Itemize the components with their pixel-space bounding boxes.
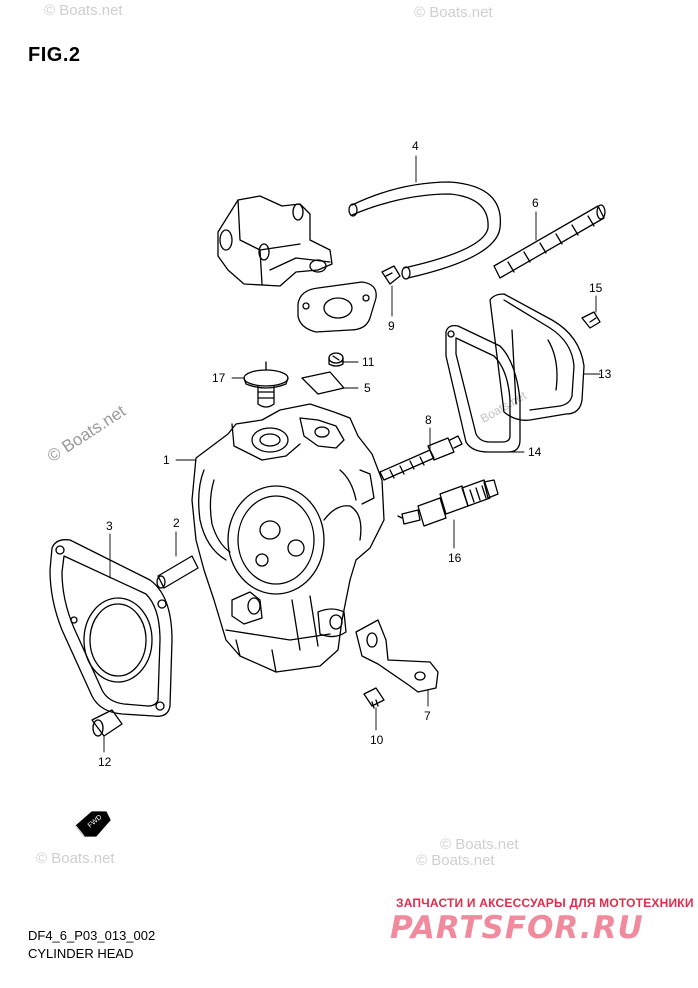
head-gasket-part-3	[49, 539, 173, 717]
callout-13: 13	[598, 367, 612, 381]
cylinder-head-part-1	[191, 403, 385, 673]
watermark-top-right: © Boats.net	[414, 4, 493, 21]
dowel-pin-part-2	[156, 555, 199, 589]
bolt-part-10	[363, 687, 385, 709]
thermostat-part-17	[243, 361, 289, 408]
callout-6: 6	[532, 196, 539, 210]
fwd-arrow-icon	[75, 811, 111, 837]
advert-text: ЗАПЧАСТИ И АКСЕССУАРЫ ДЛЯ МОТОТЕХНИКИ	[396, 896, 694, 910]
plate-part-5	[301, 371, 345, 395]
tube-part-6	[493, 204, 606, 279]
callout-10: 10	[370, 733, 384, 747]
cover-gasket-part-14	[445, 324, 521, 453]
watermark-bottom-left: © Boats.net	[36, 850, 115, 867]
head-cover-part-13	[489, 293, 585, 421]
figure-code: DF4_6_P03_013_002	[28, 928, 156, 943]
dowel-part-12	[91, 709, 123, 737]
callout-14: 14	[528, 445, 542, 459]
watermark-bottom-right: © Boats.net	[416, 852, 495, 869]
callout-17: 17	[212, 371, 226, 385]
figure-title: FIG.2	[28, 44, 81, 66]
callout-16: 16	[448, 551, 462, 565]
leader-lines	[103, 155, 601, 753]
advert-logo[interactable]: PARTSFOR.RU	[390, 910, 644, 946]
callout-7: 7	[424, 709, 431, 723]
callout-3: 3	[106, 519, 113, 533]
callout-5: 5	[364, 381, 371, 395]
thermostat-cover	[217, 195, 333, 287]
callout-1: 1	[163, 453, 170, 467]
figure-name: CYLINDER HEAD	[28, 946, 134, 961]
screw-part-11	[328, 352, 344, 367]
thermostat-gasket	[297, 281, 377, 333]
hose-part-4	[348, 181, 502, 280]
callout-11: 11	[362, 355, 375, 369]
bolt-part-15	[581, 311, 601, 329]
callout-15: 15	[589, 281, 603, 295]
clip-part-9	[381, 265, 401, 285]
stud-bolt-part-8	[379, 435, 463, 481]
spark-plug-part-16	[397, 479, 499, 527]
watermark-top-left: © Boats.net	[44, 2, 123, 19]
callout-2: 2	[173, 516, 180, 530]
callout-4: 4	[412, 139, 419, 153]
callout-12: 12	[98, 755, 112, 769]
bracket-part-7	[355, 619, 439, 693]
callout-9: 9	[388, 319, 395, 333]
watermark-bottom-mid: © Boats.net	[440, 836, 519, 853]
callout-8: 8	[425, 413, 432, 427]
